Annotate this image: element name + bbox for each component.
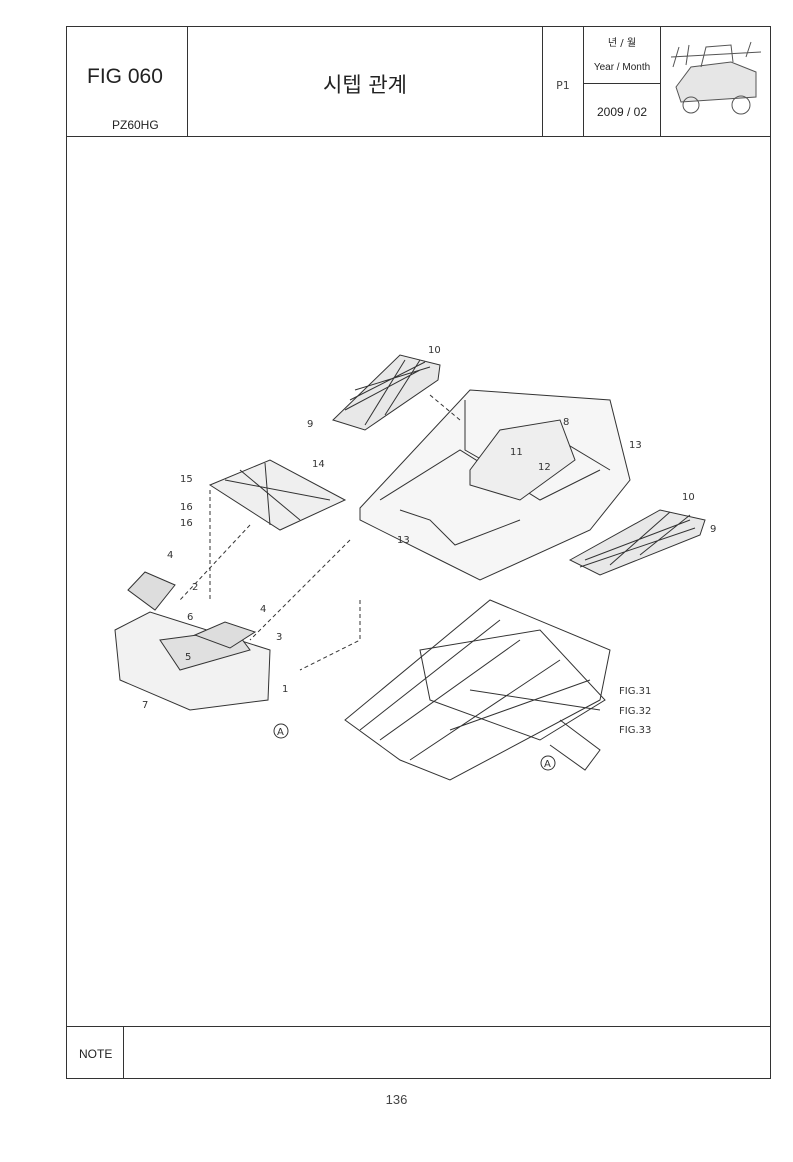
ref-fig31: FIG.31 [619, 686, 651, 697]
note-label-cell: NOTE [67, 1027, 124, 1078]
callout-13a: 13 [629, 440, 642, 451]
machine-thumbnail-icon [670, 41, 762, 115]
callout-14: 14 [312, 459, 325, 470]
year-month-english: Year / Month [593, 62, 651, 73]
callout-3: 3 [276, 632, 282, 643]
svg-text:A: A [277, 727, 284, 738]
callout-1: 1 [282, 684, 288, 695]
callout-5: 5 [185, 652, 191, 663]
callout-4b: 4 [260, 604, 266, 615]
connector-a-right [540, 755, 556, 771]
callout-9a: 9 [307, 419, 313, 430]
callout-6: 6 [187, 612, 193, 623]
revision-date: 2009 / 02 [596, 105, 648, 119]
callout-12: 12 [538, 462, 551, 473]
machine-thumbnail [661, 27, 770, 136]
callout-13b: 13 [397, 535, 410, 546]
page-cell: P1 [543, 27, 584, 136]
year-month-korean: 년 / 월 [607, 38, 637, 49]
callout-7: 7 [142, 700, 148, 711]
model-code: PZ60HG [112, 118, 159, 132]
callout-16b: 16 [180, 518, 193, 529]
note-row: NOTE [67, 1026, 770, 1078]
callout-9b: 9 [710, 524, 716, 535]
svg-text:A: A [544, 759, 551, 770]
callout-8: 8 [563, 417, 569, 428]
fig-cell: FIG 060 PZ60HG [67, 27, 188, 136]
date-cell: 년 / 월 Year / Month 2009 / 02 [584, 27, 661, 136]
page-frame: FIG 060 PZ60HG 시텝 관계 P1 년 / 월 Year / Mon… [66, 26, 771, 1079]
ref-fig33: FIG.33 [619, 725, 651, 736]
callout-11: 11 [510, 447, 523, 458]
note-label: NOTE [79, 1047, 113, 1061]
ref-fig32: FIG.32 [619, 706, 651, 717]
page-number: 136 [385, 1092, 408, 1107]
callout-4a: 4 [167, 550, 173, 561]
callout-10b: 10 [682, 492, 695, 503]
connector-a-left [273, 723, 289, 739]
callout-16a: 16 [180, 502, 193, 513]
page-title: 시텝 관계 [323, 73, 407, 97]
title-cell: 시텝 관계 [188, 27, 543, 136]
callout-10a: 10 [428, 345, 441, 356]
fig-number: FIG 060 [87, 65, 163, 88]
callout-15: 15 [180, 474, 193, 485]
header-block: FIG 060 PZ60HG 시텝 관계 P1 년 / 월 Year / Mon… [67, 27, 770, 137]
callout-2: 2 [192, 582, 198, 593]
page-label: P1 [556, 79, 570, 92]
